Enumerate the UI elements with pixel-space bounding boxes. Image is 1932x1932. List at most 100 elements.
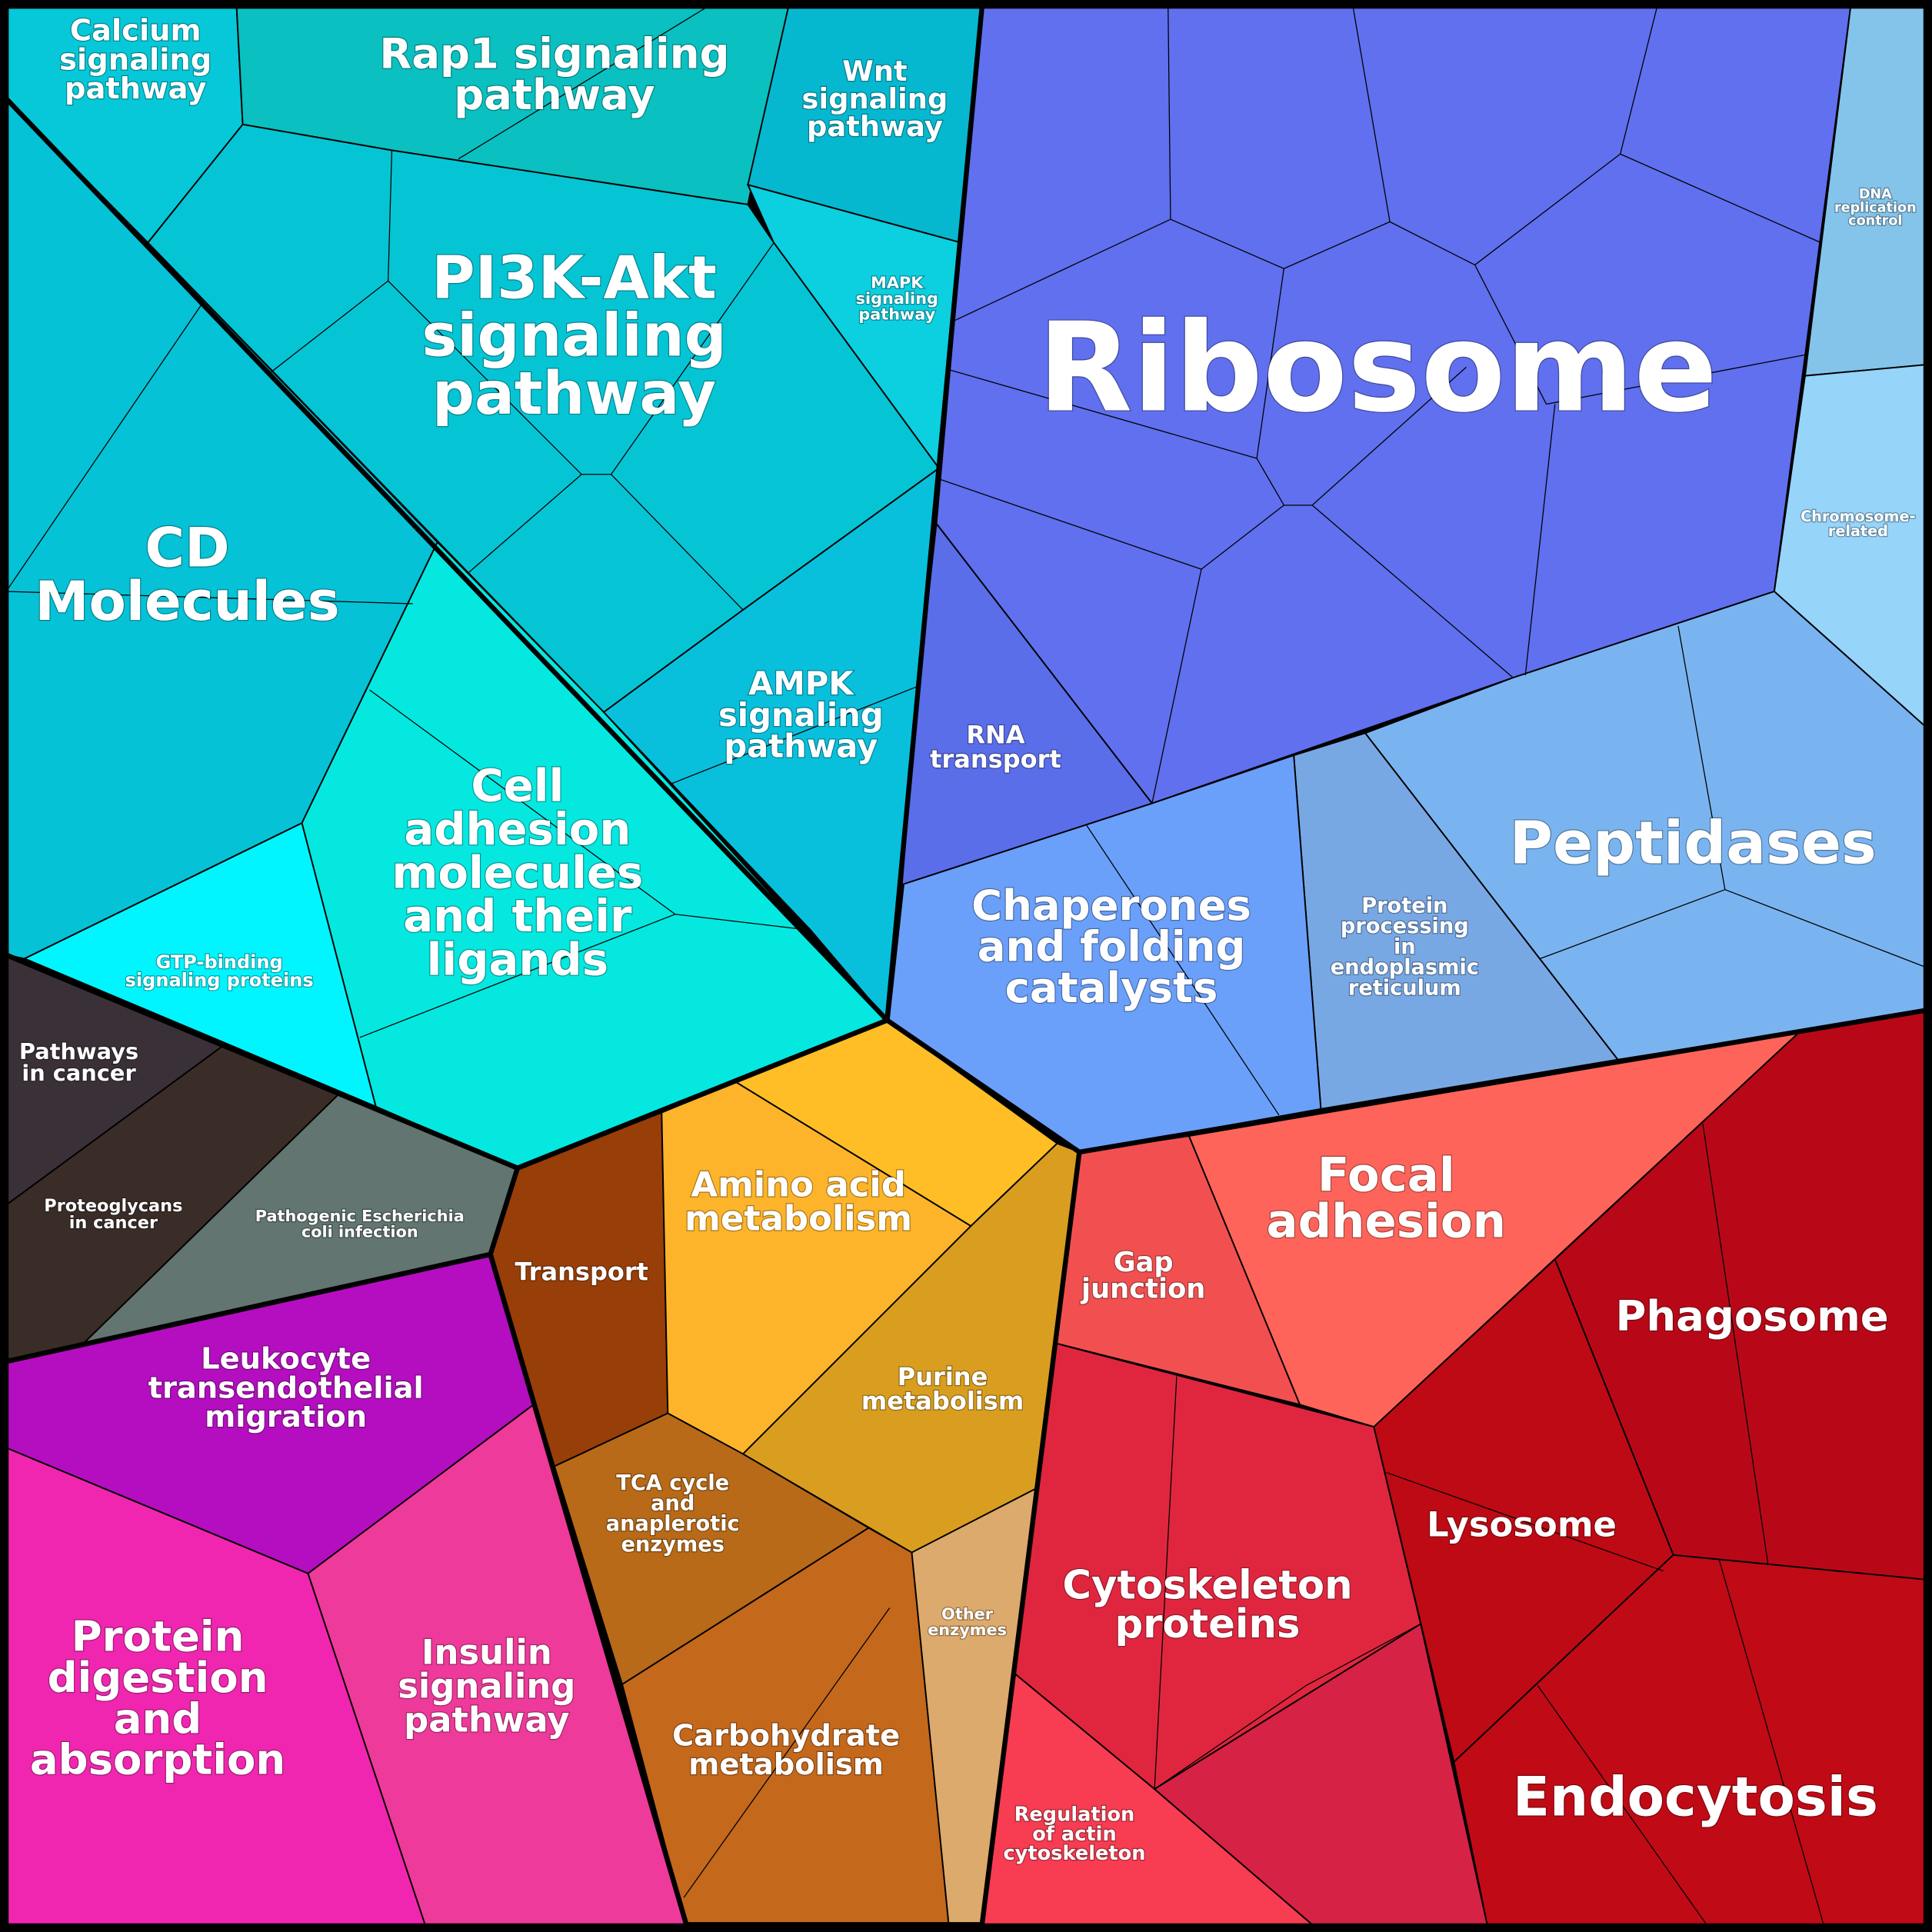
label-ribo: Ribosome — [1038, 295, 1717, 439]
label-line: DNA — [1859, 187, 1892, 202]
sub-cell-divider — [1524, 404, 1556, 675]
sub-cell-divider — [1305, 1623, 1421, 1687]
label-line: molecules — [391, 846, 643, 898]
sub-cell-divider — [1012, 1671, 1155, 1790]
sub-cell-divider — [1256, 268, 1284, 459]
cell-tca[interactable] — [553, 1412, 871, 1686]
sub-cell-divider — [1151, 569, 1202, 804]
label-line: signaling — [856, 289, 938, 308]
label-line: signaling — [718, 696, 884, 734]
label-line: Calcium — [70, 14, 202, 48]
label-line: Other — [941, 1604, 994, 1623]
label-line: metabolism — [685, 1198, 912, 1239]
label-line: Focal — [1317, 1148, 1455, 1203]
sub-cell-divider — [1389, 221, 1475, 266]
label-line: enzymes — [928, 1621, 1007, 1639]
cell-gtp[interactable] — [22, 821, 378, 1108]
label-line: PI3K-Akt — [431, 244, 717, 312]
sub-cell-divider — [271, 280, 389, 373]
label-line: migration — [205, 1400, 367, 1434]
label-line: junction — [1080, 1274, 1205, 1305]
label-line: Purine — [898, 1362, 988, 1391]
label-line: Phagosome — [1615, 1291, 1888, 1341]
label-pept: Peptidases — [1510, 810, 1877, 878]
label-line: Cytoskeleton — [1062, 1563, 1352, 1609]
label-line: Pathogenic Escherichia — [255, 1207, 465, 1225]
label-line: pathway — [404, 1699, 569, 1740]
label-line: transendothelial — [148, 1371, 424, 1405]
label-line: anaplerotic — [606, 1512, 740, 1536]
label-line: processing — [1341, 914, 1469, 938]
label-line: MAPK — [871, 274, 924, 292]
label-line: and folding — [978, 921, 1246, 971]
label-line: Amino acid — [691, 1164, 905, 1205]
label-line: in — [1394, 935, 1416, 959]
label-line: CD — [145, 517, 229, 580]
label-line: signaling proteins — [125, 970, 314, 991]
sub-cell-divider — [683, 1607, 891, 1898]
label-line: Chaperones — [971, 881, 1251, 930]
label-line: ligands — [427, 933, 608, 985]
label-line: metabolism — [861, 1386, 1024, 1415]
label-line: signaling — [421, 302, 726, 371]
sub-cell-divider — [1311, 505, 1514, 678]
label-line: pathway — [432, 360, 716, 428]
label-line: digestion — [48, 1653, 268, 1702]
sub-cell-divider — [1386, 1471, 1664, 1572]
label-line: Molecules — [35, 570, 339, 633]
label-chrom: Chromosome-related — [1800, 508, 1915, 540]
label-line: pathway — [454, 70, 655, 119]
label-line: coli infection — [301, 1222, 418, 1241]
label-line: proteins — [1115, 1601, 1301, 1647]
label-line: replication — [1834, 200, 1917, 215]
label-line: signaling — [802, 82, 948, 115]
label-line: transport — [930, 744, 1061, 774]
label-line: Proteoglycans — [44, 1196, 182, 1216]
sub-cell-divider — [1086, 825, 1280, 1116]
label-line: pathway — [807, 110, 943, 143]
sub-cell-divider — [675, 914, 811, 931]
label-line: Wnt — [842, 55, 907, 88]
sub-cell-divider — [388, 150, 393, 281]
sub-cell-divider — [5, 301, 204, 592]
label-line: and — [651, 1491, 695, 1515]
label-line: Transport — [515, 1257, 648, 1287]
sub-cell-divider — [1168, 6, 1171, 220]
sub-cell-divider — [611, 242, 774, 475]
sub-cell-divider — [1537, 1685, 1707, 1925]
label-line: in cancer — [22, 1060, 136, 1086]
label-line: enzymes — [621, 1533, 724, 1557]
sub-cell-divider — [1724, 889, 1927, 968]
sub-cell-divider — [458, 5, 709, 160]
label-line: RNA — [966, 720, 1024, 749]
group-boundary — [488, 1018, 1082, 1927]
label-line: and — [114, 1694, 202, 1743]
sub-cell-divider — [611, 474, 744, 611]
group-boundary — [884, 884, 904, 1021]
sub-cell-divider — [1620, 153, 1822, 244]
label-line: Pathways — [19, 1038, 138, 1064]
label-line: TCA cycle — [616, 1471, 729, 1495]
sub-cell-divider — [1170, 218, 1284, 269]
label-line: adhesion — [404, 803, 631, 855]
sub-cell-divider — [1546, 354, 1806, 405]
